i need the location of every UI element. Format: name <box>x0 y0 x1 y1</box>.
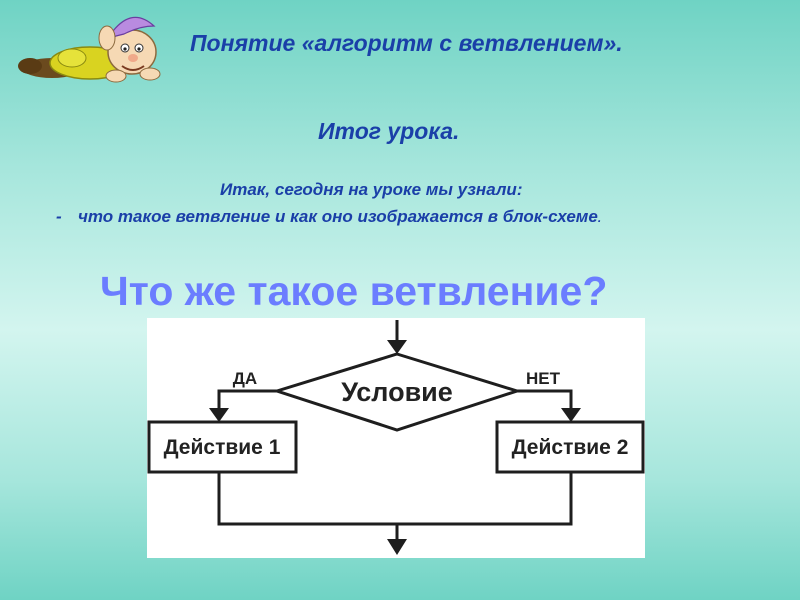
summary-list-item: -что такое ветвление и как оно изображае… <box>56 207 601 227</box>
summary-item-end: . <box>597 211 602 225</box>
gnome-character-icon <box>18 16 161 83</box>
summary-intro: Итак, сегодня на уроке мы узнали: <box>220 180 523 199</box>
no-branch-line <box>517 389 573 411</box>
entry-arrowhead <box>387 340 407 354</box>
action1-box <box>147 420 298 474</box>
branching-flowchart: Условие ДА НЕТ Действие 1 Действие 2 <box>147 318 645 558</box>
yes-branch-line <box>217 389 277 411</box>
slide-title: Понятие «алгоритм с ветвлением». <box>190 30 623 56</box>
no-arrowhead <box>561 408 581 422</box>
exit-arrowhead <box>387 539 407 555</box>
condition-diamond <box>272 352 522 432</box>
condition-label: Условие <box>341 377 453 407</box>
action1-label: Действие 1 <box>164 436 281 459</box>
yes-label: ДА <box>233 369 257 388</box>
summary-item-text: что такое ветвление и как оно изображает… <box>78 207 598 226</box>
yes-arrowhead <box>209 408 229 422</box>
action2-box <box>495 420 645 474</box>
merge-line <box>217 470 573 526</box>
slide-subtitle: Итог урока. <box>318 118 460 144</box>
question-heading: Что же такое ветвление? <box>100 268 608 314</box>
action2-label: Действие 2 <box>512 436 629 459</box>
bullet-marker: - <box>56 207 62 226</box>
no-label: НЕТ <box>526 369 561 388</box>
